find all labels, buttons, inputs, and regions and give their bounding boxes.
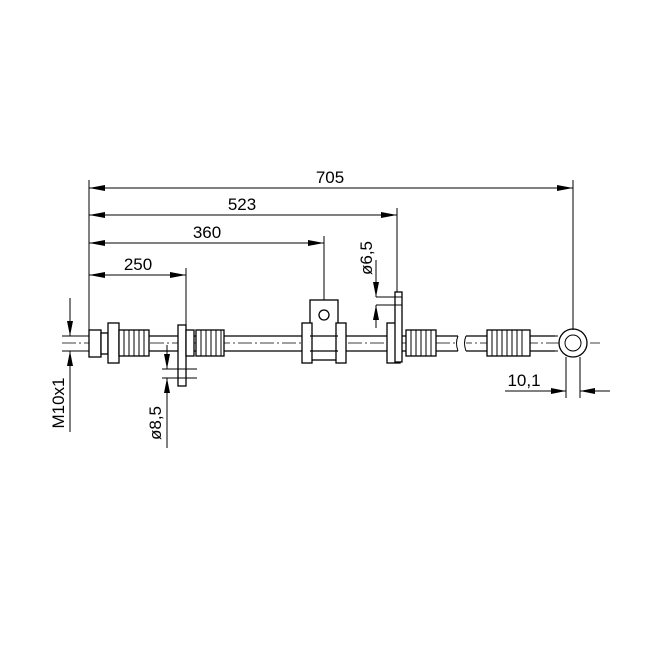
dimension-thread	[62, 298, 89, 432]
dimension-523	[89, 208, 398, 292]
label-360: 360	[193, 223, 221, 242]
middle-clip	[301, 299, 347, 364]
label-hole-8-5: ø8,5	[146, 406, 165, 440]
dimension-eye-width	[505, 357, 610, 398]
label-hole-6-5: ø6,5	[357, 241, 376, 275]
banjo-eye	[558, 328, 588, 358]
dimension-705	[88, 180, 574, 330]
dimension-250	[89, 268, 187, 325]
label-thread: M10x1	[49, 377, 68, 428]
label-eye-width: 10,1	[507, 371, 540, 390]
label-705: 705	[316, 168, 344, 187]
label-523: 523	[228, 195, 256, 214]
dimension-hole-6-5	[373, 260, 402, 328]
label-250: 250	[124, 255, 152, 274]
right-ferrule	[486, 329, 558, 357]
hose-break	[456, 333, 467, 354]
left-fitting	[88, 322, 150, 364]
bracket-1	[177, 324, 225, 387]
bracket-2	[386, 291, 437, 364]
dimension-hole-8-5	[162, 345, 186, 448]
dimension-360	[89, 236, 325, 300]
